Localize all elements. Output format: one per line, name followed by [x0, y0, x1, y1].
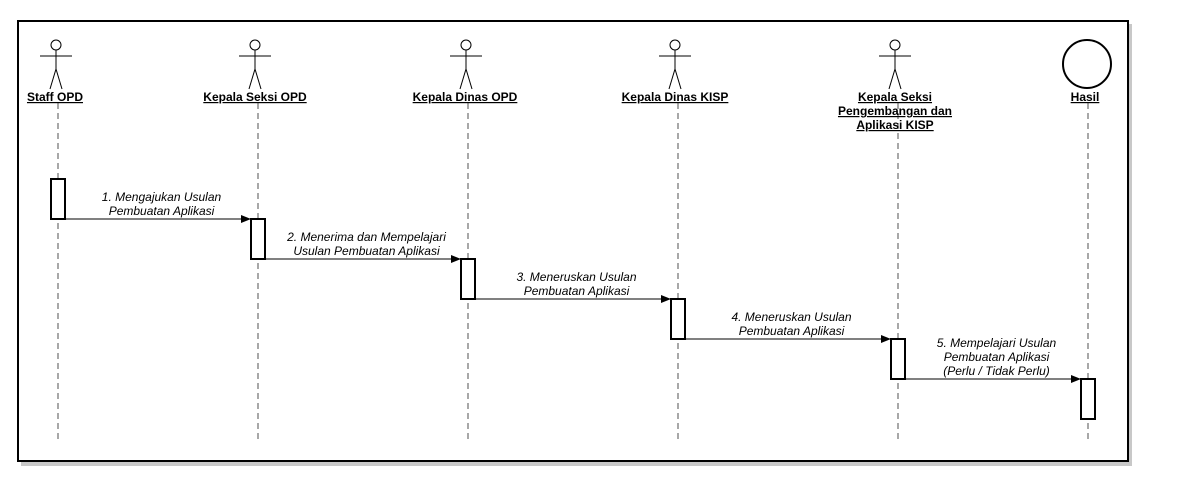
message-label: Pembuatan Aplikasi	[944, 350, 1050, 364]
activation-box	[460, 258, 476, 300]
actor-icon	[659, 39, 691, 90]
actor-name: Kepala Seksi	[858, 90, 932, 104]
actor-icon	[879, 39, 911, 90]
actor-name: Kepala Seksi OPD	[203, 90, 307, 104]
actor-icon	[450, 39, 482, 90]
message-label: 3. Meneruskan Usulan	[516, 270, 636, 284]
actor-name: Kepala Dinas KISP	[622, 90, 729, 104]
activation-box	[250, 218, 266, 260]
actor-icon	[40, 39, 72, 90]
message-label: Pembuatan Aplikasi	[109, 204, 215, 218]
activation-box	[1080, 378, 1096, 420]
message-label: (Perlu / Tidak Perlu)	[943, 364, 1050, 378]
message-label: 1. Mengajukan Usulan	[102, 190, 222, 204]
actor-name: Aplikasi KISP	[856, 118, 933, 132]
entity-circle-icon	[1062, 39, 1112, 89]
actor-name: Pengembangan dan	[838, 104, 952, 118]
actor-name: Hasil	[1071, 90, 1100, 104]
message-label: 4. Meneruskan Usulan	[731, 310, 851, 324]
actor-name: Staff OPD	[27, 90, 83, 104]
message-label: Usulan Pembuatan Aplikasi	[293, 244, 440, 258]
activation-box	[670, 298, 686, 340]
actor-icon	[239, 39, 271, 90]
message-label: Pembuatan Aplikasi	[739, 324, 845, 338]
message-label: 2. Menerima dan Mempelajari	[286, 230, 446, 244]
actor-name: Kepala Dinas OPD	[413, 90, 518, 104]
message-label: Pembuatan Aplikasi	[524, 284, 630, 298]
diagram-frame	[17, 20, 1129, 462]
activation-box	[50, 178, 66, 220]
activation-box	[890, 338, 906, 380]
message-label: 5. Mempelajari Usulan	[937, 336, 1057, 350]
